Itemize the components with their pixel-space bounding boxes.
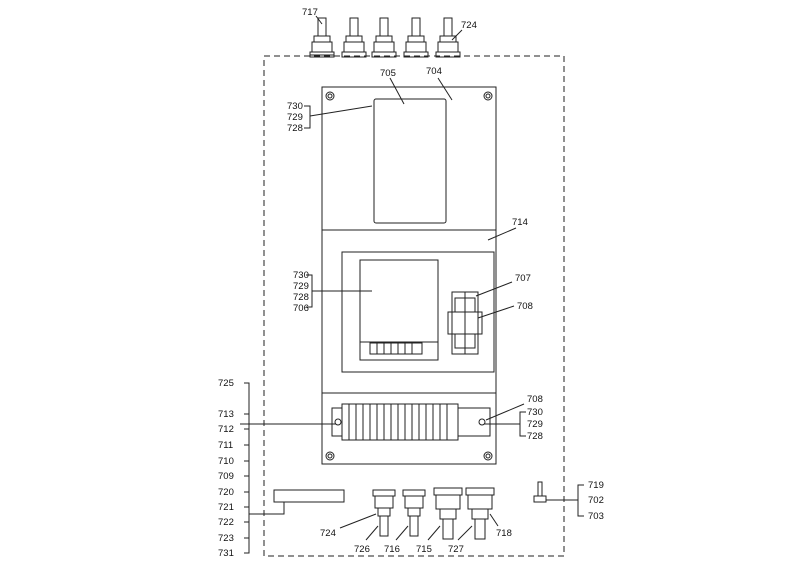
label-729-a: 729 [287, 112, 303, 123]
label-703: 703 [588, 511, 604, 522]
cable-gland [372, 489, 396, 537]
label-715: 715 [416, 544, 432, 555]
label-713: 713 [218, 409, 234, 420]
label-708-a: 708 [517, 301, 533, 312]
terminal-block [369, 342, 423, 355]
top-cable-glands [309, 17, 461, 58]
controller-module [359, 259, 439, 361]
label-724-top: 724 [461, 20, 477, 31]
label-729-c: 729 [527, 419, 543, 430]
cable-gland [309, 17, 335, 58]
label-722: 722 [218, 517, 234, 528]
label-728-c: 728 [527, 431, 543, 442]
label-709: 709 [218, 471, 234, 482]
enclosure-outline [263, 55, 565, 557]
leader-lines [240, 15, 584, 554]
cable-gland [465, 487, 495, 540]
label-721: 721 [218, 502, 234, 513]
label-729-b: 729 [293, 281, 309, 292]
label-724-bottom: 724 [320, 528, 336, 539]
label-730-c: 730 [527, 407, 543, 418]
label-719: 719 [588, 480, 604, 491]
label-706: 706 [293, 303, 309, 314]
label-708-b: 708 [527, 394, 543, 405]
label-711: 711 [218, 440, 233, 451]
label-702: 702 [588, 495, 604, 506]
label-728-a: 728 [287, 123, 303, 134]
label-720: 720 [218, 487, 234, 498]
label-730-b: 730 [293, 270, 309, 281]
ground-stud [533, 481, 547, 503]
relay-module [447, 291, 483, 355]
label-707: 707 [515, 273, 531, 284]
display-panel [373, 98, 447, 224]
label-718: 718 [496, 528, 512, 539]
label-727: 727 [448, 544, 464, 555]
cable-gland [371, 17, 397, 58]
label-725: 725 [218, 378, 234, 389]
din-rail-terminals [331, 403, 491, 441]
label-710: 710 [218, 456, 234, 467]
mounting-plate [321, 86, 497, 465]
label-726: 726 [354, 544, 370, 555]
bottom-cable-glands [372, 487, 495, 540]
cable-gland [402, 489, 426, 537]
label-712: 712 [218, 424, 234, 435]
label-704: 704 [426, 66, 442, 77]
label-728-b: 728 [293, 292, 309, 303]
label-716: 716 [384, 544, 400, 555]
reference-labels: 717 724 705 704 730 729 728 714 730 729 … [218, 7, 604, 559]
label-723: 723 [218, 533, 234, 544]
label-731: 731 [218, 548, 234, 559]
label-714: 714 [512, 217, 528, 228]
cable-gland [433, 487, 463, 540]
label-705: 705 [380, 68, 396, 79]
inner-compartment [341, 251, 495, 373]
label-717: 717 [302, 7, 318, 18]
cable-gland [341, 17, 367, 58]
bottom-strip-component [273, 489, 345, 503]
cable-gland [403, 17, 429, 58]
cable-gland [435, 17, 461, 58]
corner-screws [325, 91, 493, 461]
label-730-a: 730 [287, 101, 303, 112]
